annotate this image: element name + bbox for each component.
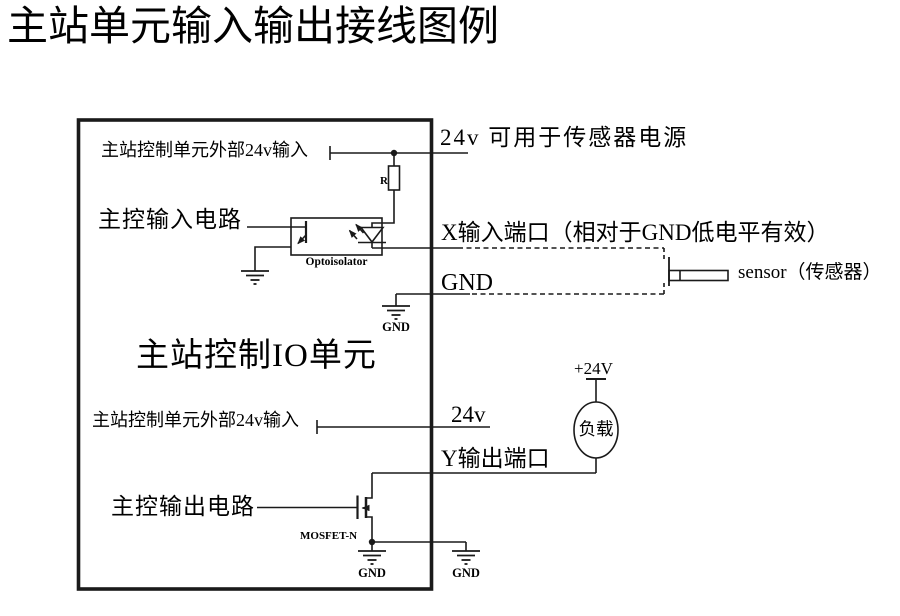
sensor-connector <box>668 257 729 286</box>
load-symbol <box>573 378 619 473</box>
led-symbol <box>359 226 385 244</box>
ground-symbol <box>241 270 269 285</box>
x-input-wire <box>372 247 665 260</box>
ground-symbol <box>382 305 410 320</box>
optoisolator-symbol <box>247 217 386 271</box>
mosfet-label: MOSFET-N <box>300 530 358 542</box>
output-circuit-label: 主控输出电路 <box>111 494 255 519</box>
light-arrow-icon <box>348 229 358 240</box>
input-circuit-label: 主控输入电路 <box>98 207 242 232</box>
resistor-symbol <box>371 153 401 227</box>
page-title: 主站单元输入输出接线图例 <box>7 3 499 49</box>
gnd-symbol-label: GND <box>452 566 480 580</box>
io-unit-box <box>76 118 434 591</box>
load-label: 负载 <box>578 419 614 439</box>
optoisolator-label: Optoisolator <box>305 256 368 268</box>
resistor-label: R <box>380 175 388 187</box>
light-arrow-icon <box>355 223 365 234</box>
gnd-line-label: GND <box>441 270 493 296</box>
input-external-24v-label: 主站控制单元外部24v输入 <box>101 140 308 160</box>
source-gnd-wire <box>368 538 467 551</box>
io-unit-name: 主站控制IO单元 <box>136 338 377 374</box>
mosfet-symbol <box>257 473 373 542</box>
output-power-wire <box>316 420 490 434</box>
sensor-power-note: 24v 可用于传感器电源 <box>440 125 689 150</box>
y-output-port-label: Y输出端口 <box>441 446 550 471</box>
output-24v-label: 24v <box>451 402 486 427</box>
load-supply-label: +24V <box>574 359 613 378</box>
ground-symbol <box>452 550 480 565</box>
ground-symbol <box>358 550 386 565</box>
output-external-24v-label: 主站控制单元外部24v输入 <box>92 410 299 430</box>
gnd-symbol-label: GND <box>358 566 386 580</box>
gnd-symbol-label: GND <box>382 320 410 334</box>
x-input-port-label: X输入端口（相对于GND低电平有效） <box>441 220 830 245</box>
sensor-label: sensor（传感器） <box>738 262 882 283</box>
gnd-wire <box>395 283 665 306</box>
